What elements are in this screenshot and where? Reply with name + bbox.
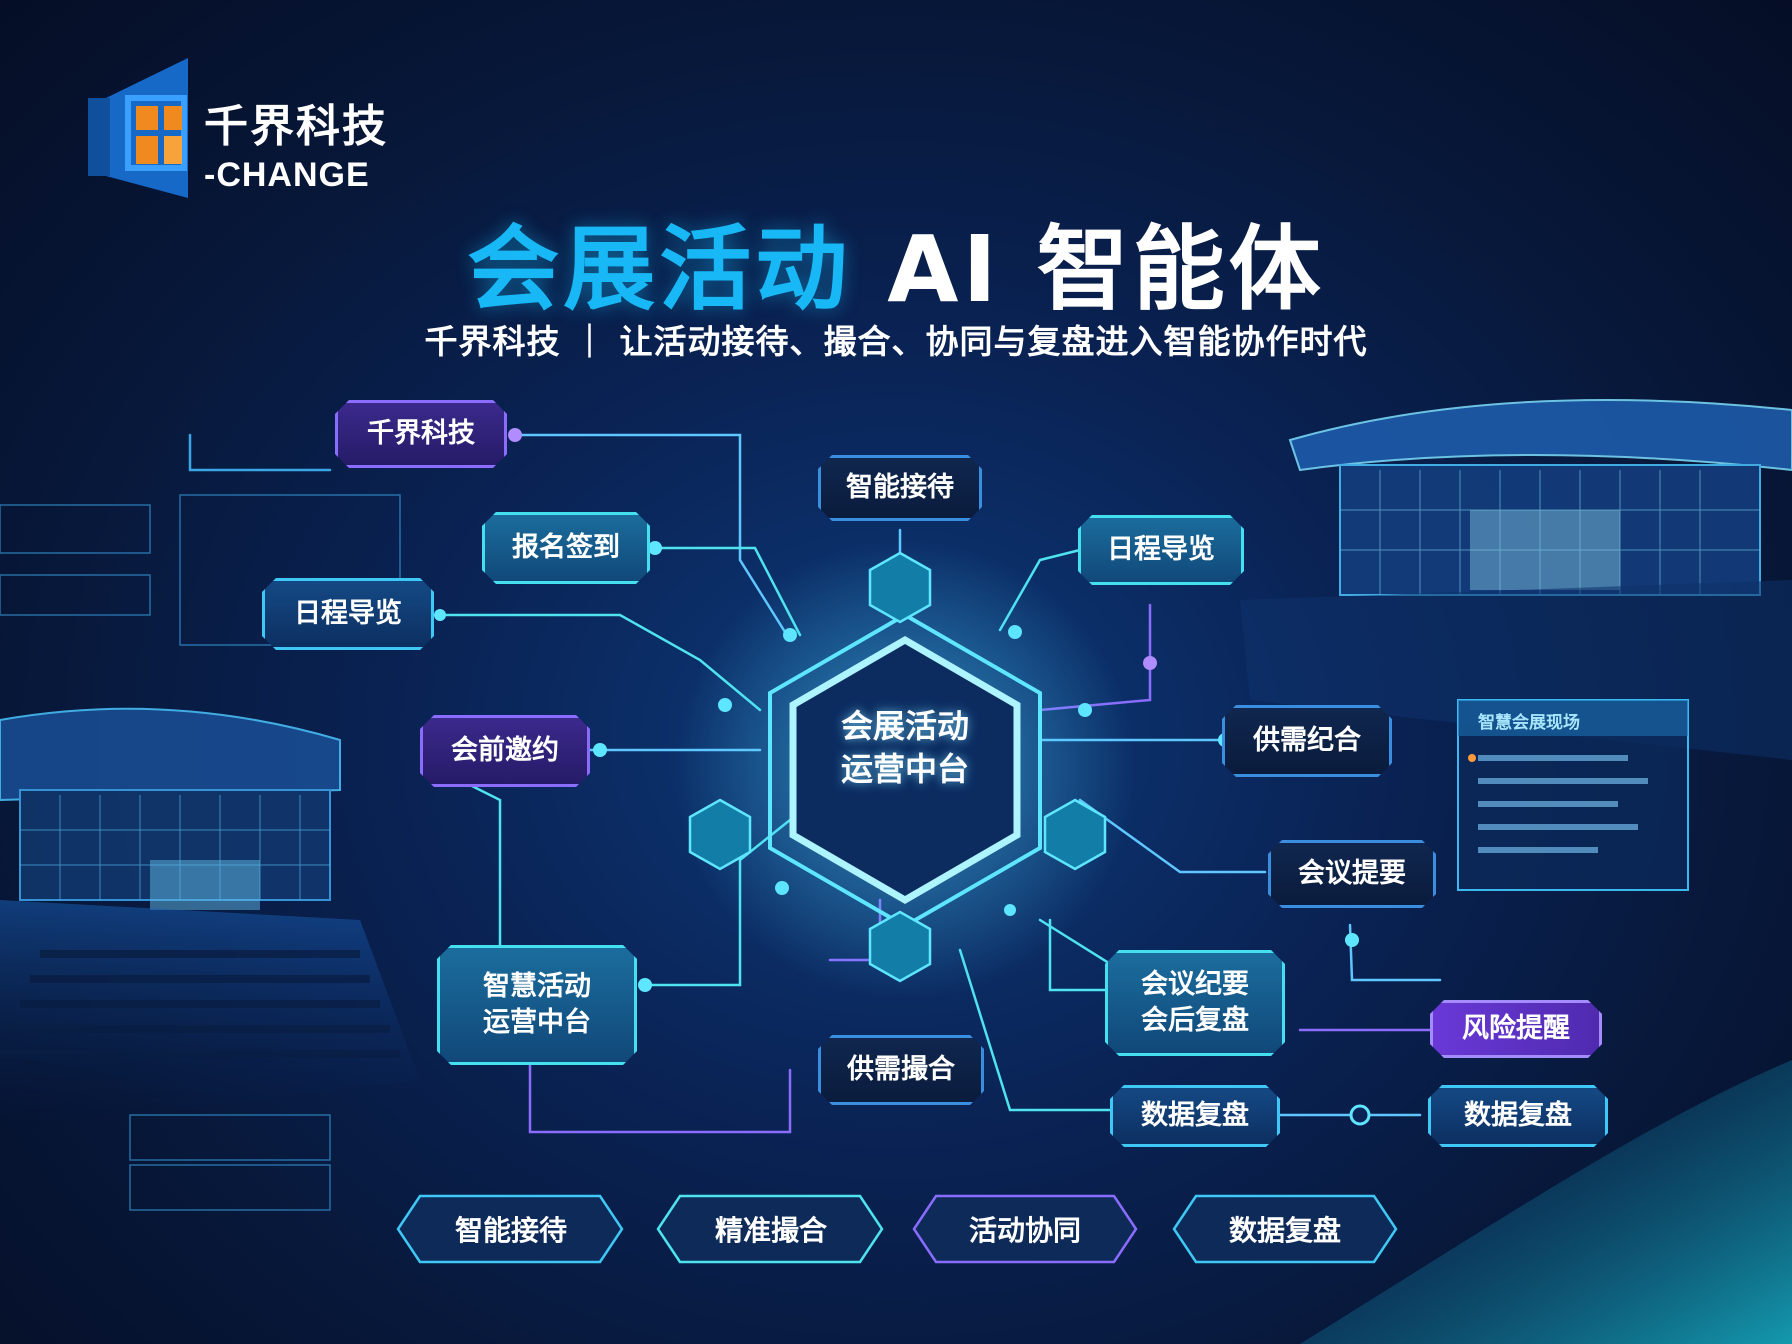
node-jiyao-line2: 会后复盘 — [1141, 1005, 1249, 1036]
node-shuju-mid: 数据复盘 — [1110, 1085, 1280, 1147]
node-qianjie: 千界科技 — [335, 400, 507, 468]
node-baoming: 报名签到 — [482, 512, 650, 584]
node-richeng-right: 日程导览 — [1078, 515, 1244, 585]
logo-name-en: -CHANGE — [204, 156, 370, 194]
bottom-tab-1[interactable]: 智能接待 — [454, 1214, 567, 1247]
bottom-tab-3[interactable]: 活动协同 — [968, 1214, 1081, 1247]
side-panel-title: 智慧会展现场 — [1478, 713, 1580, 733]
node-gongxu-right: 供需纪合 — [1222, 705, 1392, 777]
title-highlight: 会展活动 — [467, 216, 852, 323]
node-richeng-left: 日程导览 — [262, 578, 434, 650]
node-zhihui-line1: 智慧活动 — [483, 970, 591, 1002]
logo-name-cn: 千界科技 — [204, 101, 388, 152]
node-zhihui: 智慧活动 运营中台 — [437, 945, 637, 1065]
node-zhihui-line2: 运营中台 — [483, 1007, 591, 1038]
center-line-2: 运营中台 — [840, 750, 969, 789]
logo: 千界科技 -CHANGE — [88, 58, 418, 198]
node-shuju-right: 数据复盘 — [1428, 1085, 1608, 1147]
node-tiyao: 会议提要 — [1268, 840, 1436, 908]
node-jiyao-line1: 会议纪要 — [1141, 968, 1249, 1000]
node-jiyao: 会议纪要 会后复盘 — [1105, 950, 1285, 1056]
page-subtitle: 千界科技 ｜ 让活动接待、撮合、协同与复盘进入智能协作时代 — [424, 322, 1368, 361]
node-huiqian: 会前邀约 — [420, 715, 590, 787]
logo-text: 千界科技 -CHANGE — [204, 90, 388, 195]
bottom-tab-4[interactable]: 数据复盘 — [1228, 1214, 1341, 1247]
bottom-tab-2[interactable]: 精准撮合 — [714, 1214, 827, 1247]
page-title: 会展活动 AI 智能体 — [0, 195, 1792, 328]
logo-mark — [88, 58, 188, 198]
node-gongxu-bottom: 供需撮合 — [818, 1035, 984, 1105]
center-line-1: 会展活动 — [840, 707, 969, 745]
center-hub-label: 会展活动 运营中台 — [785, 705, 1025, 791]
side-data-panel — [1457, 699, 1689, 891]
left-venue-building — [0, 707, 420, 1130]
bottom-tab-shapes — [396, 1194, 1398, 1264]
title-rest: AI 智能体 — [851, 216, 1325, 323]
satellite-hexagons — [688, 551, 1107, 983]
node-zhineng: 智能接待 — [818, 455, 982, 521]
node-fengxian: 风险提醒 — [1430, 1000, 1602, 1058]
